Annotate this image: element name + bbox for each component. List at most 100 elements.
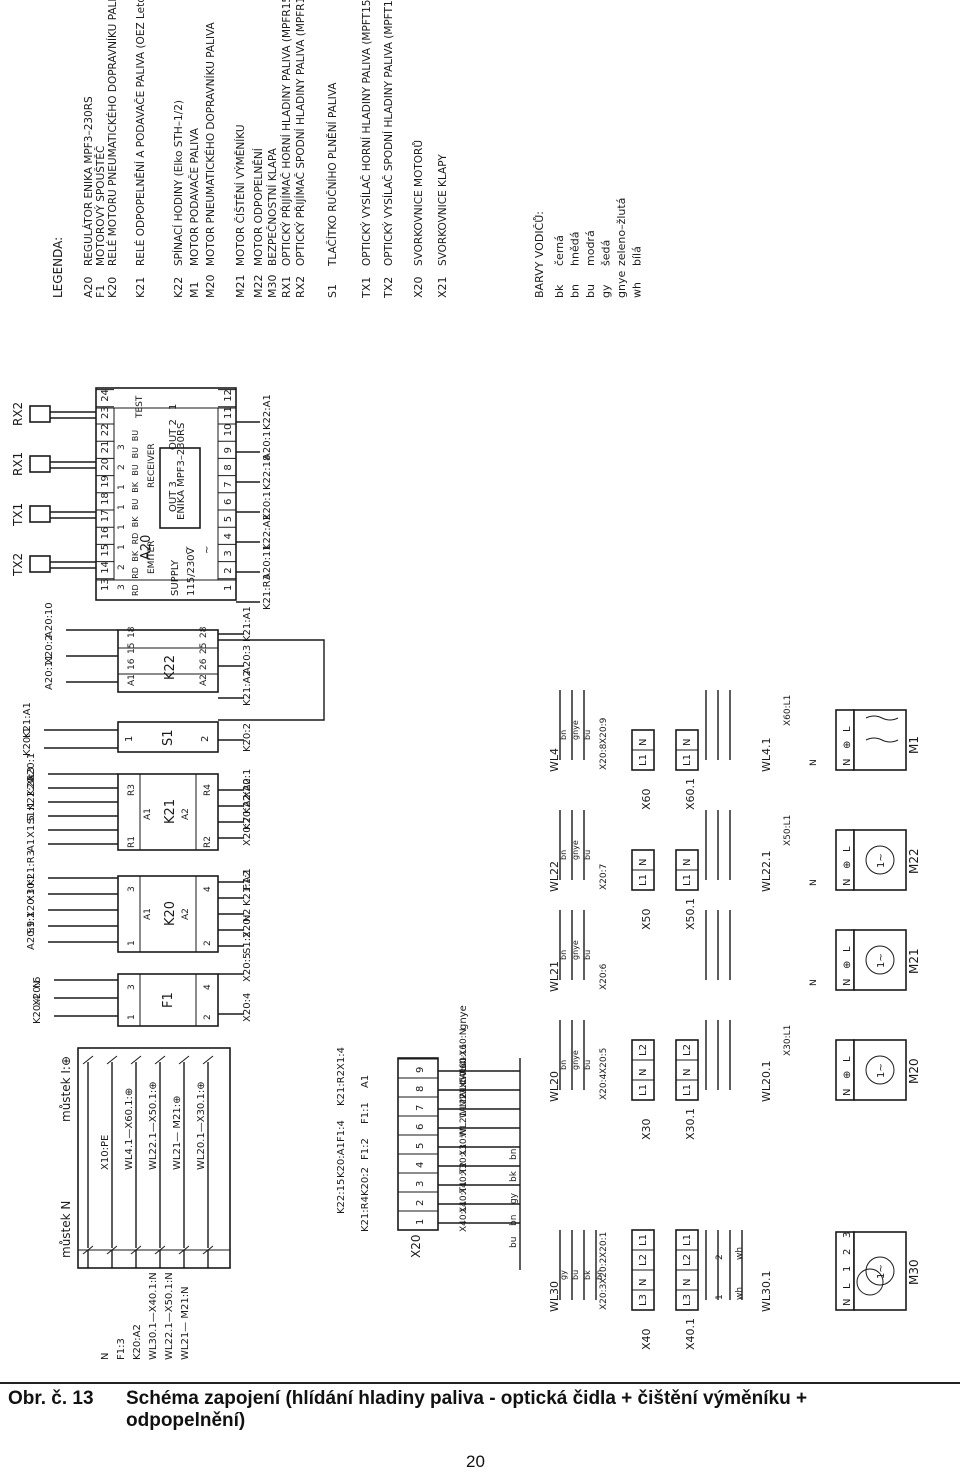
out2-label: OUT 2 — [168, 419, 179, 450]
motor-terminal-pin: N — [682, 739, 693, 746]
motor-terminal-pin: L1 — [638, 1234, 649, 1246]
k22-pin: 15 — [127, 643, 137, 654]
x20-terminal: 7 — [415, 1105, 426, 1111]
emitter-label: EMITER — [147, 540, 157, 574]
motor-ref: X20:4 — [599, 1073, 609, 1100]
wire-color-name: modrá — [584, 230, 597, 266]
f1-pin: 2 — [203, 1014, 213, 1020]
motor-terminal-pin: L1 — [682, 1084, 693, 1096]
out1-label: 1 — [168, 404, 179, 410]
controller-ref: A20:1 — [262, 431, 273, 460]
legend-code: M20 — [204, 275, 217, 299]
motor-symbol — [865, 1055, 895, 1085]
x20-ref-up: F1:2 — [360, 1138, 371, 1160]
legend-text: TLAČÍTKO RUČNÍHO PLNĚNÍ PALIVA — [326, 82, 339, 267]
motor-plate-pin: ⊕ — [842, 961, 853, 969]
legend-code: RX1 — [280, 276, 293, 298]
wire-color-code: wh — [631, 282, 644, 298]
controller-ref: K22:A1 — [262, 394, 273, 430]
device-ref: A20:10 — [44, 602, 55, 638]
terminal-bottom: 2 — [223, 567, 234, 573]
controller-ref: K20:1 — [262, 491, 273, 520]
device-ref: K22:A2 — [242, 778, 253, 814]
wire-code: RD — [131, 533, 140, 545]
motor-plate-pin: 2 — [842, 1249, 853, 1255]
k22-pin: 28 — [199, 626, 209, 638]
bridge-n-ref: WL22.1—X50.1:N — [164, 1272, 175, 1360]
terminal-top: 16 — [100, 527, 111, 540]
device-ref: K20:4 — [32, 995, 43, 1024]
motor-ref: X20:1 — [599, 1232, 609, 1258]
legend-code: M1 — [188, 282, 201, 299]
x20-ref-down: X40:T2 — [459, 1162, 469, 1194]
wire-code: BK — [131, 516, 140, 527]
motor-plate-pin: 1 — [842, 1266, 853, 1272]
legend-text: OPTICKÝ PŘIJÍMAČ HORNÍ HLADINY PALIVA (M… — [280, 0, 293, 266]
x20-ref-up: K21:R4 — [360, 1196, 371, 1232]
supply-label: SUPPLY — [170, 559, 181, 596]
wire-code: BK — [131, 481, 140, 492]
x20-wire-color: gy — [509, 1192, 519, 1204]
wire-color-code: bk — [553, 284, 566, 298]
device-ref: X20:1 — [242, 769, 253, 798]
caption-rule — [0, 1382, 960, 1384]
device-ref: X20:3 — [26, 889, 37, 918]
wire-code: BU — [131, 430, 140, 441]
wire-code: BK — [131, 550, 140, 561]
sensor-body — [29, 555, 51, 573]
s1-pin-top: 1 — [124, 736, 135, 742]
x20-terminal: 4 — [415, 1162, 426, 1168]
k21-pin: R3 — [127, 784, 137, 796]
motor-terminal-pin: N — [638, 1279, 649, 1286]
device-ref: A1 — [26, 839, 37, 852]
motor-wire-color: bn — [559, 1060, 568, 1070]
motor-terminal-pin: N — [638, 1069, 649, 1076]
sensor-label: RX1 — [11, 452, 25, 476]
legend-code: TX1 — [360, 277, 373, 299]
motor-terminal-pin: L2 — [682, 1044, 693, 1056]
device-ref: K20:2 — [242, 723, 253, 752]
terminal-label: X30 — [640, 1118, 653, 1140]
x20-ref-up: X1:4 — [336, 1047, 347, 1070]
motor-plate-pin: L — [842, 946, 853, 952]
terminal-label: X50.1 — [684, 898, 697, 930]
legend-text: MOTOR ODPOPELNĚNÍ — [252, 148, 265, 266]
controller-pin: 2 — [117, 564, 127, 570]
legend-code: F1 — [94, 285, 107, 298]
motor-plate-pin: N — [842, 1089, 853, 1096]
cable-label: WL4 — [548, 748, 561, 772]
motor-ref: X20:6 — [599, 963, 609, 990]
terminal-top: 22 — [100, 423, 111, 436]
controller-pin: 2 — [117, 464, 127, 470]
wire-code: BU — [131, 499, 140, 510]
legend-text: MOTOR PNEUMATICKÉHO DOPRAVNÍKU PALIVA — [204, 21, 217, 266]
wire-color-code: bu — [584, 284, 597, 298]
sensor-label: RX2 — [11, 402, 25, 426]
k20-pin: 3 — [127, 886, 137, 892]
controller-pin: 3 — [117, 444, 127, 450]
bridge-pe-ref: WL21— M21:⊕ — [172, 1096, 183, 1170]
device-ref: A20:9 — [26, 921, 37, 950]
device-ref: S1:1 — [26, 802, 37, 824]
controller-ref: K21:R3 — [262, 574, 273, 610]
legend-text: RELÉ MOTORU PNEUMATICKÉHO DOPRAVNÍKU PAL… — [106, 0, 119, 266]
motor-wire-color: bn — [559, 950, 568, 960]
legend-code: K21 — [134, 277, 147, 298]
terminal-label: X40.1 — [684, 1318, 697, 1350]
terminal-label: X30.1 — [684, 1108, 697, 1140]
legend-code: TX2 — [382, 277, 395, 299]
terminal-label: X40 — [640, 1328, 653, 1350]
terminal-top: 15 — [100, 544, 111, 557]
k21-pin: R1 — [127, 836, 137, 848]
motor-wire-color: bn — [559, 850, 568, 860]
s1-label: S1 — [161, 729, 176, 746]
sensor-label: TX1 — [11, 503, 25, 527]
legend-code: K22 — [172, 277, 185, 298]
cable-label: WL22.1 — [760, 851, 773, 893]
